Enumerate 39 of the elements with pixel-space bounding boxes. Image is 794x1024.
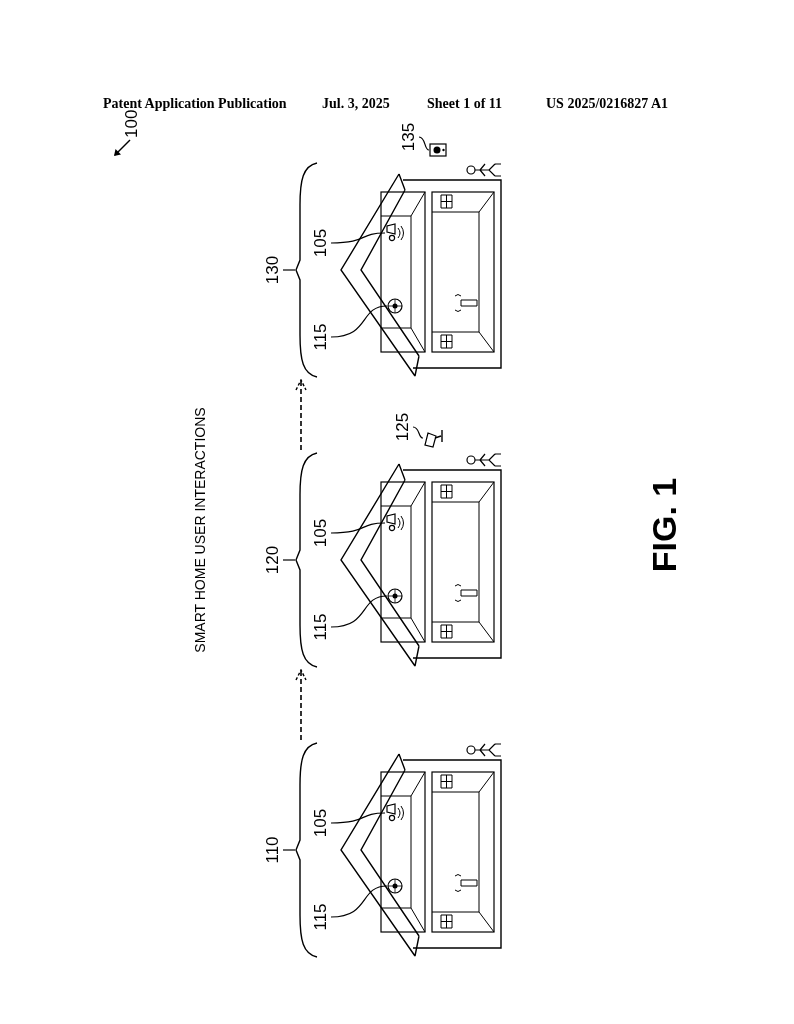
arrow [295,669,307,741]
speaker-icon [387,298,403,314]
header-text: US 2025/0216827 A1 [546,96,669,112]
reference-number: 100 [122,109,142,138]
callout-number: 115 [311,320,331,354]
doorbell-camera-icon [429,142,447,158]
callout-number: 115 [311,610,331,644]
figure-caption: FIG. 1 [645,476,684,575]
callout-number: 125 [393,410,413,444]
callout-number: 130 [263,252,283,288]
leader-line [418,136,430,151]
speaker-icon [387,588,403,604]
leader-line [330,522,386,534]
leader-line [282,559,296,561]
camera-icon [385,222,405,244]
leader-line [282,269,296,271]
leader-line [330,305,388,338]
callout-number: 110 [263,832,283,868]
callout-number: 105 [311,516,331,550]
header-text: Sheet 1 of 11 [427,96,503,112]
callout-number: 105 [311,806,331,840]
figure-title: SMART HOME USER INTERACTIONS [192,406,208,655]
leader-line [330,595,388,628]
callout-number: 135 [399,120,419,154]
leader-line [330,885,388,918]
header-text: Patent Application Publication [103,96,287,111]
leader-line [330,232,386,244]
camera-icon [385,802,405,824]
leader-line [412,426,424,439]
header-text: Jul. 3, 2025 [322,96,390,112]
leader-line [330,812,386,824]
camera-icon [385,512,405,534]
tablet-icon [423,428,443,448]
callout-number: 105 [311,226,331,260]
leader-line [282,849,296,851]
callout-number: 115 [311,900,331,934]
callout-number: 120 [263,542,283,578]
arrow [295,379,307,451]
speaker-icon [387,878,403,894]
